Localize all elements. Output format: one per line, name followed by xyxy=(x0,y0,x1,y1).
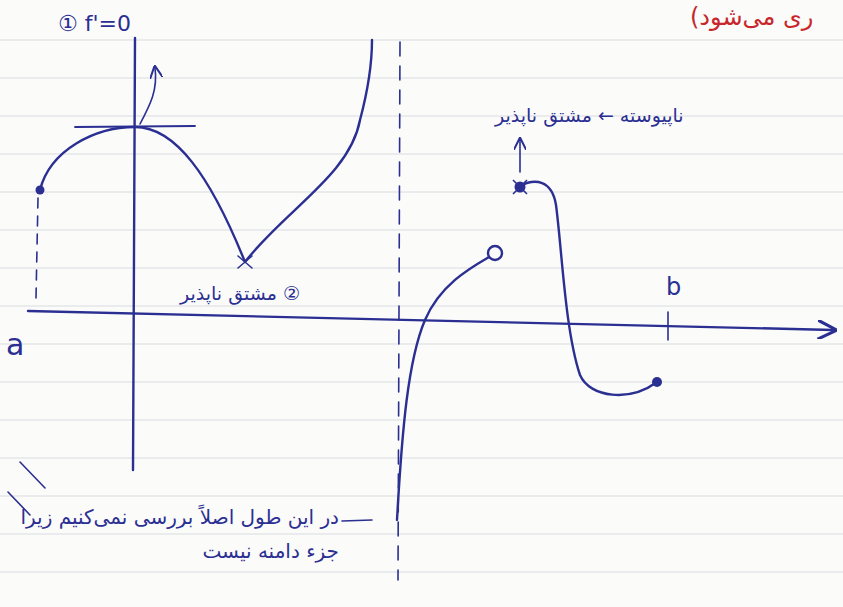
callout-number: ① f'=0 xyxy=(58,10,131,38)
callout-note: ② مشتق ناپذیر xyxy=(180,282,300,306)
callout-note: ناپیوسته ← مشتق ناپذیر xyxy=(495,104,684,128)
endpoint-label: a xyxy=(6,326,24,364)
curve-left xyxy=(40,40,372,262)
endpoint-label: b xyxy=(666,272,681,302)
cusp-mark xyxy=(238,256,252,268)
heading-fragment: ری می‌شود) xyxy=(690,2,813,32)
closed-endpoint xyxy=(36,186,45,195)
x-axis xyxy=(28,311,833,330)
point-mark xyxy=(513,180,527,194)
boundary-a xyxy=(36,198,38,298)
curve-right xyxy=(520,182,657,395)
note-arrow xyxy=(342,520,372,521)
note-text: در این طول اصلاً بررسی نمی‌کنیم زیرا جزء… xyxy=(4,500,339,568)
closed-endpoint xyxy=(652,377,662,387)
boundary-b xyxy=(667,312,669,340)
tangent-line xyxy=(75,126,195,127)
open-endpoint xyxy=(488,246,502,260)
pointer-arrow xyxy=(140,68,156,124)
curve-middle xyxy=(397,257,489,520)
pointer-arrow xyxy=(519,140,521,172)
y-axis xyxy=(133,38,135,470)
ruled-lines xyxy=(0,40,843,572)
